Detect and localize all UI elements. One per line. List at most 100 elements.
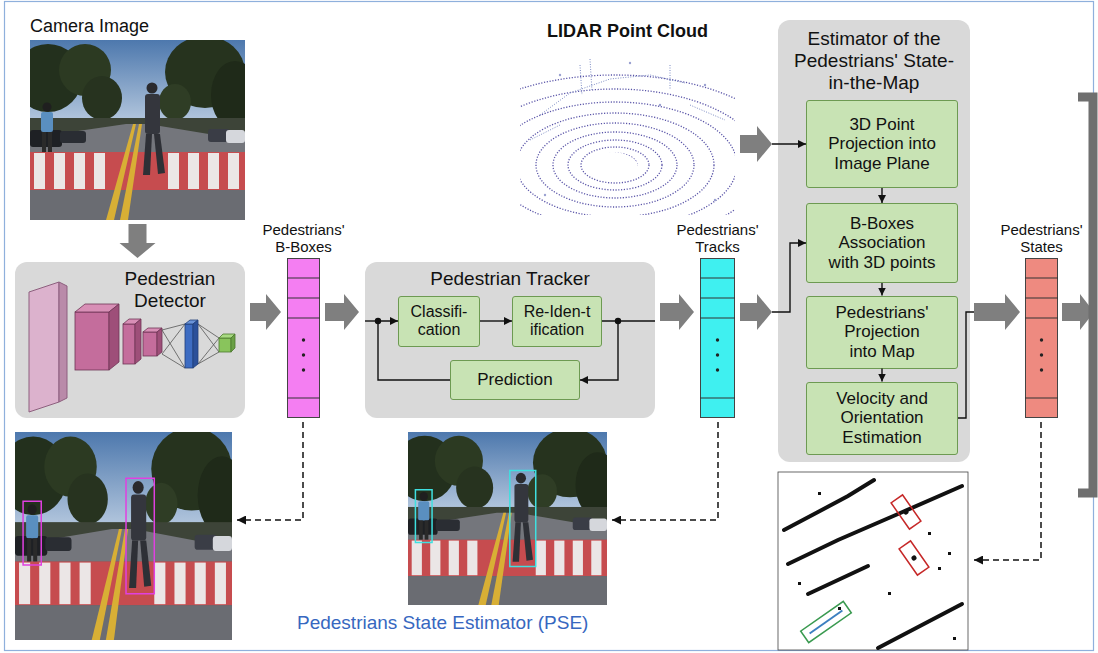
cnn-illustration-part <box>109 304 119 370</box>
feedback-bracket <box>1078 97 1093 493</box>
map-view-part-part <box>838 607 841 610</box>
cnn-illustration-part <box>143 332 157 356</box>
lidar-point-cloud-part-part <box>704 84 706 86</box>
tracker-junction-part <box>618 320 655 321</box>
cnn-illustration-part-part <box>198 352 219 364</box>
edge-layer <box>120 126 1021 418</box>
map-view-part-part <box>928 532 931 535</box>
cnn-illustration-part <box>162 324 219 368</box>
vector-dots-part <box>302 368 305 371</box>
panel-heading: Estimator of the Pedestrians' State-in-t… <box>784 28 964 94</box>
map-view-part <box>784 480 962 648</box>
lidar-point-cloud-part-part <box>581 147 649 183</box>
output-leader-part <box>237 422 303 520</box>
lidar-point-cloud-part-part <box>530 125 560 140</box>
connector <box>580 321 618 380</box>
map-view-part-part <box>808 566 868 594</box>
map-view-part-part <box>938 567 941 570</box>
vector-dots-part <box>1040 353 1043 356</box>
connector-line <box>772 243 806 312</box>
vector-dots-part <box>302 338 305 341</box>
image-heading: Camera Image <box>30 16 149 37</box>
connector <box>120 224 156 258</box>
bbox-vector: Pedestrians' B-Boxes <box>287 258 320 418</box>
map-view-part-part <box>948 552 951 555</box>
block-arrow <box>740 294 772 330</box>
lidar-point-cloud-part-part <box>714 199 716 201</box>
tracks-photo <box>393 428 620 605</box>
connector-line <box>480 320 512 321</box>
lidar-point-cloud <box>437 45 793 255</box>
cnn-illustration-part <box>219 338 231 352</box>
map-view-part-part <box>891 495 921 529</box>
lidar-point-cloud-part <box>586 152 638 182</box>
vector-cells-part <box>287 298 320 299</box>
map-view-part-part <box>810 611 843 634</box>
lidar-point-cloud-part-part <box>568 140 662 190</box>
map-view-part-part <box>801 601 852 642</box>
cnn-illustration-part-part <box>162 324 185 354</box>
panel-heading: Pedestrian Detector <box>110 268 230 312</box>
block-arrow <box>974 294 1020 330</box>
map-view-part <box>891 495 921 529</box>
map-view-part <box>798 492 956 640</box>
connector <box>882 188 883 203</box>
block-arrow <box>250 294 281 330</box>
lidar-point-cloud-part-part <box>540 75 685 115</box>
connector-line <box>580 321 618 380</box>
vector-dots-part <box>1040 338 1043 341</box>
connector-line <box>881 283 882 296</box>
vector-cells-part <box>287 398 320 399</box>
panel-heading: Pedestrian Tracker <box>365 268 655 290</box>
vector-cells-part <box>287 278 320 279</box>
vector-cells-part <box>700 318 735 319</box>
vector-dots-part <box>716 338 719 341</box>
process-box: Prediction <box>450 360 580 400</box>
lidar-point-cloud-part-part <box>520 113 714 215</box>
map-view-part <box>899 541 929 575</box>
lidar-point-cloud-part <box>544 62 716 201</box>
map-view-part <box>801 601 852 642</box>
process-box: 3D Point Projection into Image Plane <box>806 100 958 188</box>
camera-image: Camera Image <box>30 40 245 220</box>
vector-cells-part <box>1025 318 1058 319</box>
cnn-illustration-part-part <box>198 324 219 352</box>
block-arrow <box>120 224 156 258</box>
connector-line <box>958 312 974 418</box>
cnn-illustration-part <box>59 282 67 402</box>
detections-photo-part-part <box>126 478 154 594</box>
connector <box>882 283 883 296</box>
connector <box>250 294 281 330</box>
process-label: 3D Point Projection into Image Plane <box>817 115 947 174</box>
lidar-point-cloud-part-part <box>536 123 694 207</box>
connector-line <box>881 369 882 382</box>
block-arrow <box>325 294 359 330</box>
tracker-panel: Pedestrian TrackerClassifi- cationRe-Ide… <box>365 262 655 418</box>
map-view <box>778 472 968 650</box>
output-leader-part <box>974 422 1041 560</box>
lidar-image: LIDAR Point Cloud <box>520 45 735 215</box>
lidar-point-cloud-part-part <box>553 132 677 198</box>
vector-cells-part <box>700 298 735 299</box>
lidar-point-cloud-part-part <box>520 75 735 215</box>
vector-dots <box>302 338 1043 371</box>
process-box: Re-Iden-t ification <box>512 296 602 347</box>
vector-dots-part <box>1040 368 1043 371</box>
cnn-illustration-part <box>157 328 162 356</box>
lidar-point-cloud-part-part <box>559 74 561 76</box>
vector-cells-part <box>287 318 320 319</box>
tracks-photo-part <box>415 470 535 566</box>
lidar-point-cloud-part-part <box>690 105 725 120</box>
process-label: Pedestrians' Projection into Map <box>832 303 932 362</box>
detections-photo <box>0 427 246 640</box>
lidar-point-cloud-part-part <box>580 65 582 95</box>
detections-photo-part <box>0 427 246 640</box>
vector-cells-part <box>1025 398 1058 399</box>
connector <box>958 294 1020 418</box>
connector-line <box>772 143 806 144</box>
vector-cells-part <box>1025 278 1058 279</box>
block-arrow <box>660 294 694 330</box>
map-view-part <box>778 472 968 650</box>
